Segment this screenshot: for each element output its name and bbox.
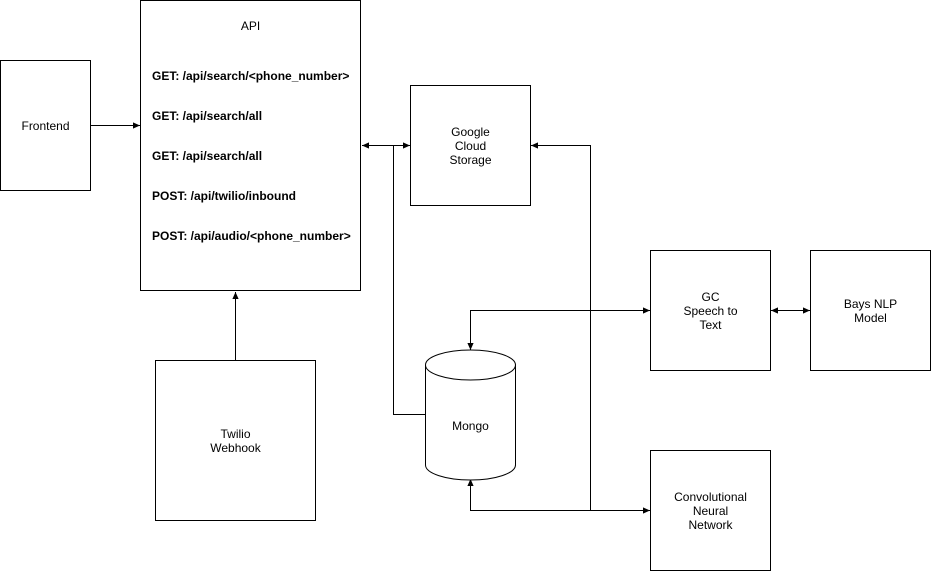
frontend-label: Frontend xyxy=(21,119,69,133)
cnn-label-line: Convolutional xyxy=(674,490,747,504)
bays-nlp-model-node[interactable]: Bays NLP Model xyxy=(810,250,931,371)
cnn-node[interactable]: Convolutional Neural Network xyxy=(650,450,771,571)
api-endpoint: POST: /api/twilio/inbound xyxy=(152,189,296,203)
bays-nlp-label-line: Bays NLP xyxy=(844,297,897,311)
gc-stt-label-line: Speech to xyxy=(683,304,737,318)
gc-speech-to-text-node[interactable]: GC Speech to Text xyxy=(650,250,771,371)
cnn-label-line: Neural xyxy=(693,504,728,518)
api-title: API xyxy=(241,19,260,33)
api-endpoint: GET: /api/search/all xyxy=(152,109,262,123)
google-cloud-storage-node[interactable]: Google Cloud Storage xyxy=(410,85,531,206)
cnn-label-line: Network xyxy=(688,518,733,532)
api-endpoint: GET: /api/search/all xyxy=(152,149,262,163)
gc-stt-label-line: Text xyxy=(699,318,722,332)
gcs-label-line: Google xyxy=(451,125,490,139)
api-node[interactable]: API GET: /api/search/<phone_number> GET:… xyxy=(140,0,361,291)
twilio-webhook-node[interactable]: Twilio Webhook xyxy=(155,360,316,521)
gcs-label-line: Storage xyxy=(449,153,491,167)
gc-stt-label-line: GC xyxy=(702,290,720,304)
gcs-label-line: Cloud xyxy=(455,139,486,153)
api-endpoint: GET: /api/search/<phone_number> xyxy=(152,69,349,83)
mongo-database-node[interactable]: Mongo xyxy=(425,349,516,481)
connectors xyxy=(90,122,810,514)
api-endpoint: POST: /api/audio/<phone_number> xyxy=(152,229,351,243)
mongo-label: Mongo xyxy=(452,419,489,433)
bays-nlp-label-line: Model xyxy=(854,311,887,325)
frontend-node[interactable]: Frontend xyxy=(0,60,91,191)
edge-gcs-bus xyxy=(531,142,591,511)
edge-mongo-to-api-gcs-bus xyxy=(393,145,426,415)
twilio-label-line: Twilio xyxy=(220,427,250,441)
edge-mongo-cnn xyxy=(467,479,650,514)
edge-mongo-gc-speech xyxy=(467,307,650,350)
twilio-label-line: Webhook xyxy=(210,441,261,455)
